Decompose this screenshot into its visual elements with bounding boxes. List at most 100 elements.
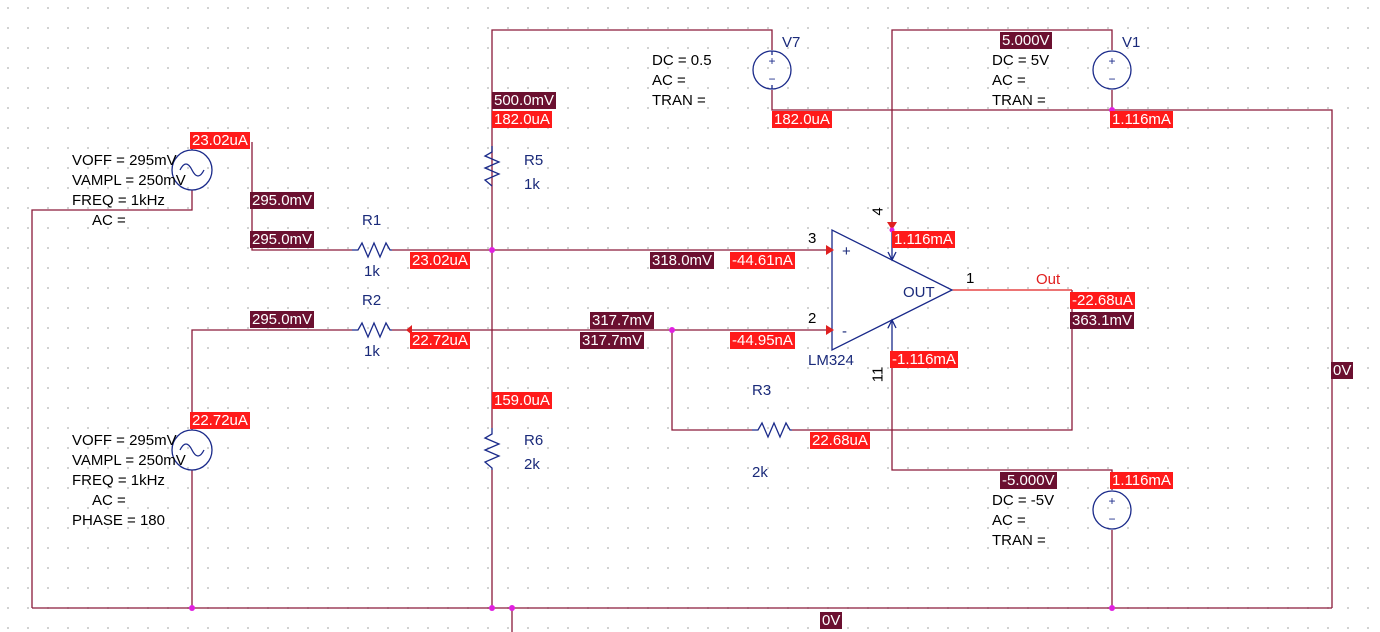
wire-v7-right — [771, 90, 1333, 608]
opamp-plus: + — [842, 243, 851, 260]
opamp-vplus-mark — [887, 251, 897, 262]
probe-current[interactable]: 182.0uA — [492, 111, 552, 128]
r6-value: 2k — [524, 456, 540, 473]
probe-current[interactable]: 23.02uA — [410, 252, 470, 269]
vneg-tran: TRAN = — [992, 532, 1046, 549]
r2-ref: R2 — [362, 292, 382, 309]
opamp-out-label: OUT — [903, 284, 935, 301]
v7-ac: AC = — [652, 72, 686, 89]
node-gnd-stub — [509, 605, 515, 611]
vneg-plus-sign: + — [1108, 494, 1115, 508]
probe-voltage[interactable]: 317.7mV — [580, 332, 645, 349]
v1-tran: TRAN = — [992, 92, 1046, 109]
r3-ref: R3 — [752, 382, 772, 399]
v1-symbol — [1092, 50, 1132, 90]
sin1-voff: VOFF = 295mV — [72, 152, 177, 169]
sin2-voff: VOFF = 295mV — [72, 432, 177, 449]
vneg-dc: DC = -5V — [992, 492, 1055, 509]
probe-voltage[interactable]: 0V — [1331, 362, 1354, 379]
probe-voltage[interactable]: 317.7mV — [590, 312, 655, 329]
r5-ref: R5 — [524, 152, 544, 169]
r6-ref: R6 — [524, 432, 544, 449]
probe-voltage[interactable]: 500.0mV — [492, 92, 557, 109]
probe-current[interactable]: 23.02uA — [190, 132, 250, 149]
probe-current[interactable]: 22.68uA — [810, 432, 870, 449]
node-r1-r5 — [489, 247, 495, 253]
r3-value: 2k — [752, 464, 768, 481]
probe-current[interactable]: 22.72uA — [410, 332, 470, 349]
v1-minus-sign: − — [1108, 72, 1115, 86]
probe-voltage[interactable]: 295.0mV — [250, 192, 315, 209]
v7-dc: DC = 0.5 — [652, 52, 712, 69]
probe-current[interactable]: -44.95nA — [730, 332, 795, 349]
r3-symbol — [752, 421, 792, 439]
vneg-minus-sign: − — [1108, 512, 1115, 526]
sin1-wave — [179, 163, 205, 177]
r1-value: 1k — [364, 263, 380, 280]
pin4-label: 4 — [869, 207, 887, 216]
v7-ref: V7 — [782, 34, 801, 51]
v1-ref: V1 — [1122, 34, 1141, 51]
probe-current[interactable]: 159.0uA — [492, 392, 552, 409]
opamp-vminus-mark — [887, 318, 897, 329]
sin2-wave — [179, 443, 205, 457]
sin2-symbol — [171, 429, 213, 471]
r5-symbol — [483, 146, 501, 187]
probe-voltage[interactable]: 318.0mV — [650, 252, 715, 269]
vneg-ac: AC = — [992, 512, 1026, 529]
r1-symbol — [352, 241, 392, 259]
node-dots — [189, 107, 1115, 611]
pin11-label: 11 — [869, 366, 887, 383]
pin2-label: 2 — [808, 310, 817, 327]
node-gnd-r6 — [489, 605, 495, 611]
wire-fb-left — [671, 330, 752, 431]
probe-voltage[interactable]: 363.1mV — [1070, 312, 1135, 329]
r6-symbol — [483, 428, 501, 470]
sin1-freq: FREQ = 1kHz — [72, 192, 165, 209]
probe-current[interactable]: 1.116mA — [892, 231, 955, 248]
probe-voltage[interactable]: 5.000V — [1000, 32, 1052, 49]
probe-current[interactable]: 1.116mA — [1110, 111, 1173, 128]
probe-current[interactable]: 1.116mA — [1110, 472, 1173, 489]
source-polarity: + − + − + − — [768, 54, 1115, 526]
opamp-part: LM324 — [808, 352, 854, 369]
sin2-phase: PHASE = 180 — [72, 512, 165, 529]
v7-minus-sign: − — [768, 72, 775, 86]
sine-sources — [171, 142, 213, 471]
probe-voltage[interactable]: 295.0mV — [250, 231, 315, 248]
probe-current[interactable]: 22.72uA — [190, 412, 250, 429]
wire-src1-r1 — [251, 142, 352, 251]
dc-sources — [752, 50, 1132, 530]
r2-value: 1k — [364, 343, 380, 360]
wire-v1-top — [891, 29, 1113, 230]
resistor-symbols — [352, 146, 792, 470]
sin1-vampl: VAMPL = 250mV — [72, 172, 186, 189]
v1-dc: DC = 5V — [992, 52, 1050, 69]
probe-current[interactable]: -44.61nA — [730, 252, 795, 269]
probe-voltage[interactable]: 0V — [820, 612, 843, 629]
wire-fb-right — [792, 290, 1073, 431]
arrow-pin2 — [826, 325, 834, 335]
probe-current[interactable]: 182.0uA — [772, 111, 832, 128]
v7-plus-sign: + — [768, 54, 775, 68]
probe-current[interactable]: -22.68uA — [1070, 292, 1135, 309]
probe-voltage[interactable]: 295.0mV — [250, 311, 315, 328]
net-out-label: Out — [1036, 271, 1061, 288]
wire-src2-r2 — [191, 329, 352, 430]
node-gnd-vneg — [1109, 605, 1115, 611]
wire-src1-left — [31, 190, 193, 608]
arrow-pin4 — [887, 222, 897, 230]
v1-plus-sign: + — [1108, 54, 1115, 68]
probe-voltage[interactable]: -5.000V — [1000, 472, 1057, 489]
node-minus-fb — [669, 327, 675, 333]
sin2-ac: AC = — [92, 492, 126, 509]
r2-symbol — [352, 321, 392, 339]
sin1-ac: AC = — [92, 212, 126, 229]
wires — [31, 29, 1333, 632]
vneg-symbol — [1092, 490, 1132, 530]
pin1-label: 1 — [966, 270, 975, 287]
probe-current[interactable]: -1.116mA — [890, 351, 958, 368]
r5-value: 1k — [524, 176, 540, 193]
